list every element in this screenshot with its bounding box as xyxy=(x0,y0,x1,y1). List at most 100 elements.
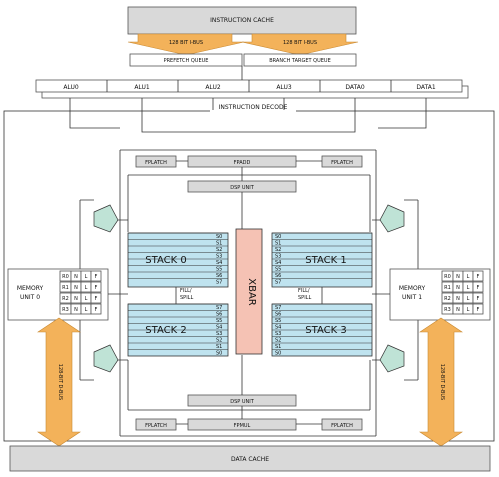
dsp-unit-bottom-label: DSP UNIT xyxy=(230,399,255,405)
mux-top-left xyxy=(93,204,119,233)
stack-register-label: S3 xyxy=(275,331,281,337)
memory-register-text: R1 xyxy=(444,285,451,291)
stack-1: STACK 1 xyxy=(271,232,373,288)
fplatch-top-right-label: FPLATCH xyxy=(331,160,353,166)
memory-register-text: N xyxy=(456,285,460,291)
fill-spill-right-1: FILL/ xyxy=(298,288,310,294)
memory-register-text: L xyxy=(467,285,470,291)
branch-target-queue-box xyxy=(243,53,357,67)
mux-top-right xyxy=(379,204,405,233)
stack-register-label: S1 xyxy=(275,344,281,350)
memory-register-cell xyxy=(90,281,102,293)
memory-register-text: F xyxy=(95,274,98,280)
stack-register-label: S3 xyxy=(275,254,281,260)
fplatch-bottom-left xyxy=(135,418,177,431)
memory-unit-0-label-2: UNIT 0 xyxy=(20,294,40,301)
unit-data1-label: DATA1 xyxy=(416,84,435,91)
ibus-left-label: 128 BIT I-BUS xyxy=(169,40,203,46)
dbus-left-arrow xyxy=(37,317,81,447)
xbar-label: XBAR xyxy=(246,278,257,306)
stack-register-label: S2 xyxy=(275,338,281,344)
instruction-cache-label: INSTRUCTION CACHE xyxy=(210,17,274,24)
stack-register-label: S0 xyxy=(216,351,222,357)
ibus-right-arrow xyxy=(241,33,359,56)
stack-register-label: S0 xyxy=(275,234,281,240)
stack-0: STACK 0 xyxy=(127,232,229,288)
stack-register-label: S1 xyxy=(216,344,222,350)
stack-register-label: S4 xyxy=(216,260,222,266)
memory-register-cell xyxy=(472,292,484,304)
memory-register-cell xyxy=(90,270,102,282)
fplatch-top-right xyxy=(321,155,363,168)
stack-0-label: STACK 0 xyxy=(145,255,186,266)
stack-register-label: S2 xyxy=(275,247,281,253)
memory-register-text: F xyxy=(95,296,98,302)
branch-target-queue-label: BRANCH TARGET QUEUE xyxy=(269,58,331,64)
stack-register-label: S0 xyxy=(275,351,281,357)
memory-register-text: R0 xyxy=(444,274,451,280)
memory-register-text: N xyxy=(74,296,78,302)
memory-register-cell xyxy=(90,303,102,315)
stack-register-label: S5 xyxy=(275,318,281,324)
prefetch-queue-label: PREFETCH QUEUE xyxy=(164,58,209,64)
memory-register-text: N xyxy=(456,307,460,313)
stack-register-label: S6 xyxy=(216,312,222,318)
stack-register-label: S1 xyxy=(216,241,222,247)
stack-register-label: S7 xyxy=(216,305,222,311)
stack-register-label: S6 xyxy=(275,312,281,318)
memory-register-text: L xyxy=(467,274,470,280)
stack-register-label: S4 xyxy=(216,325,222,331)
memory-register-text: N xyxy=(74,274,78,280)
memory-register-text: N xyxy=(74,285,78,291)
memory-register-text: L xyxy=(85,307,88,313)
prefetch-queue-box xyxy=(129,53,243,67)
ibus-left-arrow xyxy=(127,33,245,56)
stack-register-label: S6 xyxy=(216,273,222,279)
instruction-cache-box xyxy=(127,6,357,35)
fpadd-label: FPADD xyxy=(234,160,251,166)
memory-register-text: N xyxy=(456,274,460,280)
data-cache-box xyxy=(9,445,491,472)
memory-register-text: L xyxy=(85,285,88,291)
memory-register-cell xyxy=(472,303,484,315)
stack-register-label: S7 xyxy=(275,305,281,311)
stack-register-label: S7 xyxy=(275,280,281,286)
memory-register-text: R1 xyxy=(62,285,69,291)
memory-register-text: F xyxy=(477,296,480,302)
memory-register-text: F xyxy=(95,285,98,291)
stack-2-label: STACK 2 xyxy=(145,325,186,336)
stack-register-label: S6 xyxy=(275,273,281,279)
stack-1-label: STACK 1 xyxy=(305,255,346,266)
memory-register-text: L xyxy=(85,296,88,302)
memory-register-text: F xyxy=(477,274,480,280)
memory-register-text: N xyxy=(74,307,78,313)
stack-register-label: S1 xyxy=(275,241,281,247)
memory-unit-1-label-1: MEMORY xyxy=(399,285,426,292)
stack-register-labels: S0S1S2S3S4S5S6S7S0S1S2S3S4S5S6S7S7S6S5S4… xyxy=(128,232,372,357)
memory-register-text: R2 xyxy=(62,296,69,302)
fplatch-bottom-left-label: FPLATCH xyxy=(145,423,167,429)
memory-register-cell xyxy=(90,292,102,304)
fplatch-bottom-right xyxy=(321,418,363,431)
instruction-decode-bg xyxy=(210,102,296,112)
data-cache-label: DATA CACHE xyxy=(231,456,269,463)
stack-register-label: S2 xyxy=(216,338,222,344)
memory-register-text: R0 xyxy=(62,274,69,280)
stack-register-label: S2 xyxy=(216,247,222,253)
mux-bottom-left xyxy=(93,344,119,373)
stack-register-label: S5 xyxy=(216,318,222,324)
memory-register-text: F xyxy=(477,307,480,313)
memory-register-text: N xyxy=(456,296,460,302)
memory-register-text: R3 xyxy=(444,307,451,313)
memory-register-text: R2 xyxy=(444,296,451,302)
stack-register-label: S5 xyxy=(275,267,281,273)
instruction-decode-label: INSTRUCTION DECODE xyxy=(219,104,288,111)
dbus-right-arrow xyxy=(419,317,463,447)
top-units-row: ALU0 ALU1 ALU2 ALU3 DATA0 DATA1 xyxy=(35,79,469,99)
stack-register-label: S3 xyxy=(216,331,222,337)
fplatch-top-left xyxy=(135,155,177,168)
stack-register-label: S3 xyxy=(216,254,222,260)
